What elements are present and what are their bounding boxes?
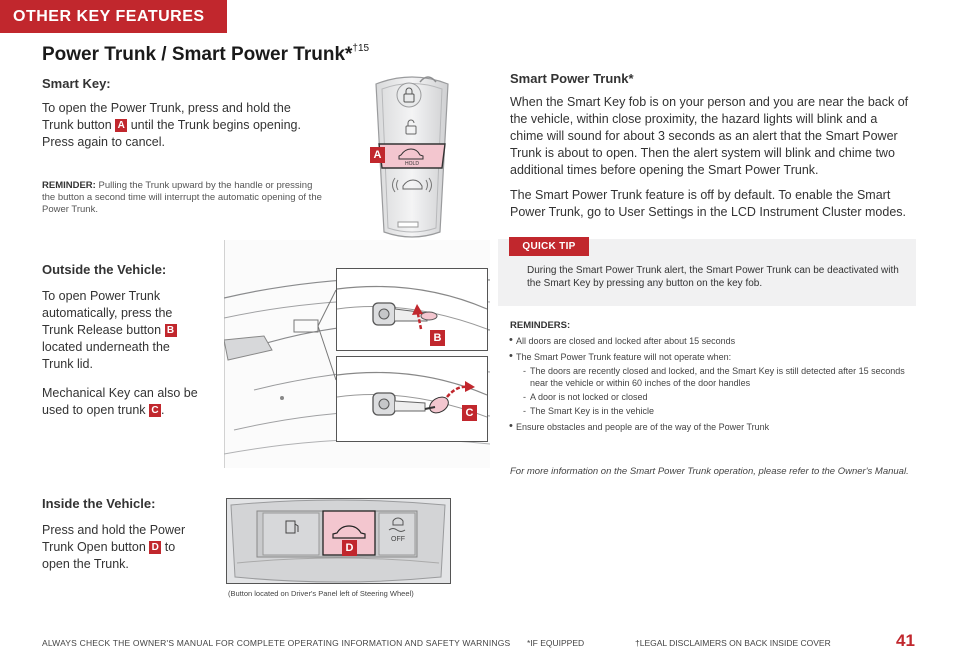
inside-section: Inside the Vehicle: Press and hold the P… [42, 496, 202, 573]
fob-hold-label: HOLD [405, 161, 419, 167]
reminders-list: All doors are closed and locked after ab… [509, 334, 916, 433]
badge-d-panel: D [342, 540, 357, 556]
reminder-item: All doors are closed and locked after ab… [509, 334, 916, 347]
outside-section: Outside the Vehicle: To open Power Trunk… [42, 262, 212, 419]
outside-text-a: To open Power Trunk automatically, press… [42, 289, 173, 337]
trunk-release-svg [336, 285, 488, 330]
inside-text-b: to open the Trunk. [42, 540, 176, 571]
badge-d: D [149, 541, 162, 554]
driver-panel-svg: OFF [227, 499, 450, 583]
smart-key-text-a: To open the Power Trunk, press and hold … [42, 101, 291, 132]
inside-text-a: Press and hold the Power Trunk Open butt… [42, 523, 186, 554]
mechanical-key-svg [336, 371, 488, 418]
smart-key-text-b: until the Trunk begins opening. Press ag… [42, 118, 301, 149]
title-footnote: †15 [352, 42, 370, 54]
page-title: Power Trunk / Smart Power Trunk*†15 [42, 42, 370, 66]
outside-text-b: located underneath the Trunk lid. [42, 340, 170, 371]
reminder-subitem: A door is not locked or closed [510, 391, 916, 403]
smart-power-trunk-section: Smart Power Trunk* When the Smart Key fo… [510, 71, 916, 221]
inside-heading: Inside the Vehicle: [42, 496, 156, 511]
mechanical-key-text: Mechanical Key can also be used to open … [42, 385, 202, 419]
outside-heading: Outside the Vehicle: [42, 262, 167, 277]
key-fob-illustration: HOLD [362, 72, 462, 242]
trunk-release-inset [336, 268, 488, 351]
driver-panel-illustration: OFF [226, 498, 451, 584]
mechanical-key-text-a: Mechanical Key can also be used to open … [42, 386, 198, 417]
panel-off-label: OFF [391, 536, 405, 543]
outside-instructions: To open Power Trunk automatically, press… [42, 288, 202, 373]
mechanical-key-text-b: . [161, 403, 165, 417]
smart-power-trunk-p2: The Smart Power Trunk feature is off by … [510, 188, 907, 219]
page-title-text: Power Trunk / Smart Power Trunk* [42, 44, 353, 65]
mechanical-key-inset [336, 356, 488, 442]
smart-key-section: Smart Key: To open the Power Trunk, pres… [42, 76, 332, 216]
section-tab: OTHER KEY FEATURES [0, 0, 227, 33]
footer-if-equipped: *IF EQUIPPED [527, 638, 585, 648]
reminder-subitem: The Smart Key is in the vehicle [510, 405, 916, 417]
reminders-section: REMINDERS: All doors are closed and lock… [509, 320, 916, 433]
reminder-text: Pulling the Trunk upward by the handle o… [42, 180, 322, 215]
reminder-item: The Smart Power Trunk feature will not o… [509, 350, 916, 363]
reminder-subitem: The doors are recently closed and locked… [510, 365, 916, 389]
page-number: 41 [896, 631, 915, 650]
quick-tip-text: During the Smart Power Trunk alert, the … [527, 265, 899, 289]
reminders-heading: REMINDERS: [510, 320, 571, 331]
panel-caption: (Button located on Driver's Panel left o… [228, 589, 414, 598]
badge-b-inset: B [430, 330, 445, 346]
badge-b: B [164, 324, 177, 337]
reminder-item: Ensure obstacles and people are of the w… [509, 420, 916, 433]
smart-key-heading: Smart Key: [42, 76, 111, 91]
smart-power-trunk-heading: Smart Power Trunk* [510, 71, 634, 86]
reminder-label: REMINDER: [42, 180, 96, 191]
badge-a-fob: A [370, 147, 385, 163]
owners-manual-note: For more information on the Smart Power … [510, 466, 909, 477]
inside-instructions: Press and hold the Power Trunk Open butt… [42, 522, 192, 573]
smart-key-instructions: To open the Power Trunk, press and hold … [42, 100, 310, 151]
footer-legal: †LEGAL DISCLAIMERS ON BACK INSIDE COVER [635, 638, 831, 648]
badge-a: A [115, 119, 128, 132]
key-fob-svg: HOLD [375, 76, 449, 238]
footer-warning: ALWAYS CHECK THE OWNER'S MANUAL FOR COMP… [42, 638, 511, 648]
badge-c: C [149, 404, 162, 417]
quick-tip-label: QUICK TIP [509, 237, 589, 256]
smart-power-trunk-p1: When the Smart Key fob is on your person… [510, 95, 909, 177]
badge-c-inset: C [462, 405, 477, 421]
smart-key-reminder: REMINDER: Pulling the Trunk upward by th… [42, 180, 324, 216]
